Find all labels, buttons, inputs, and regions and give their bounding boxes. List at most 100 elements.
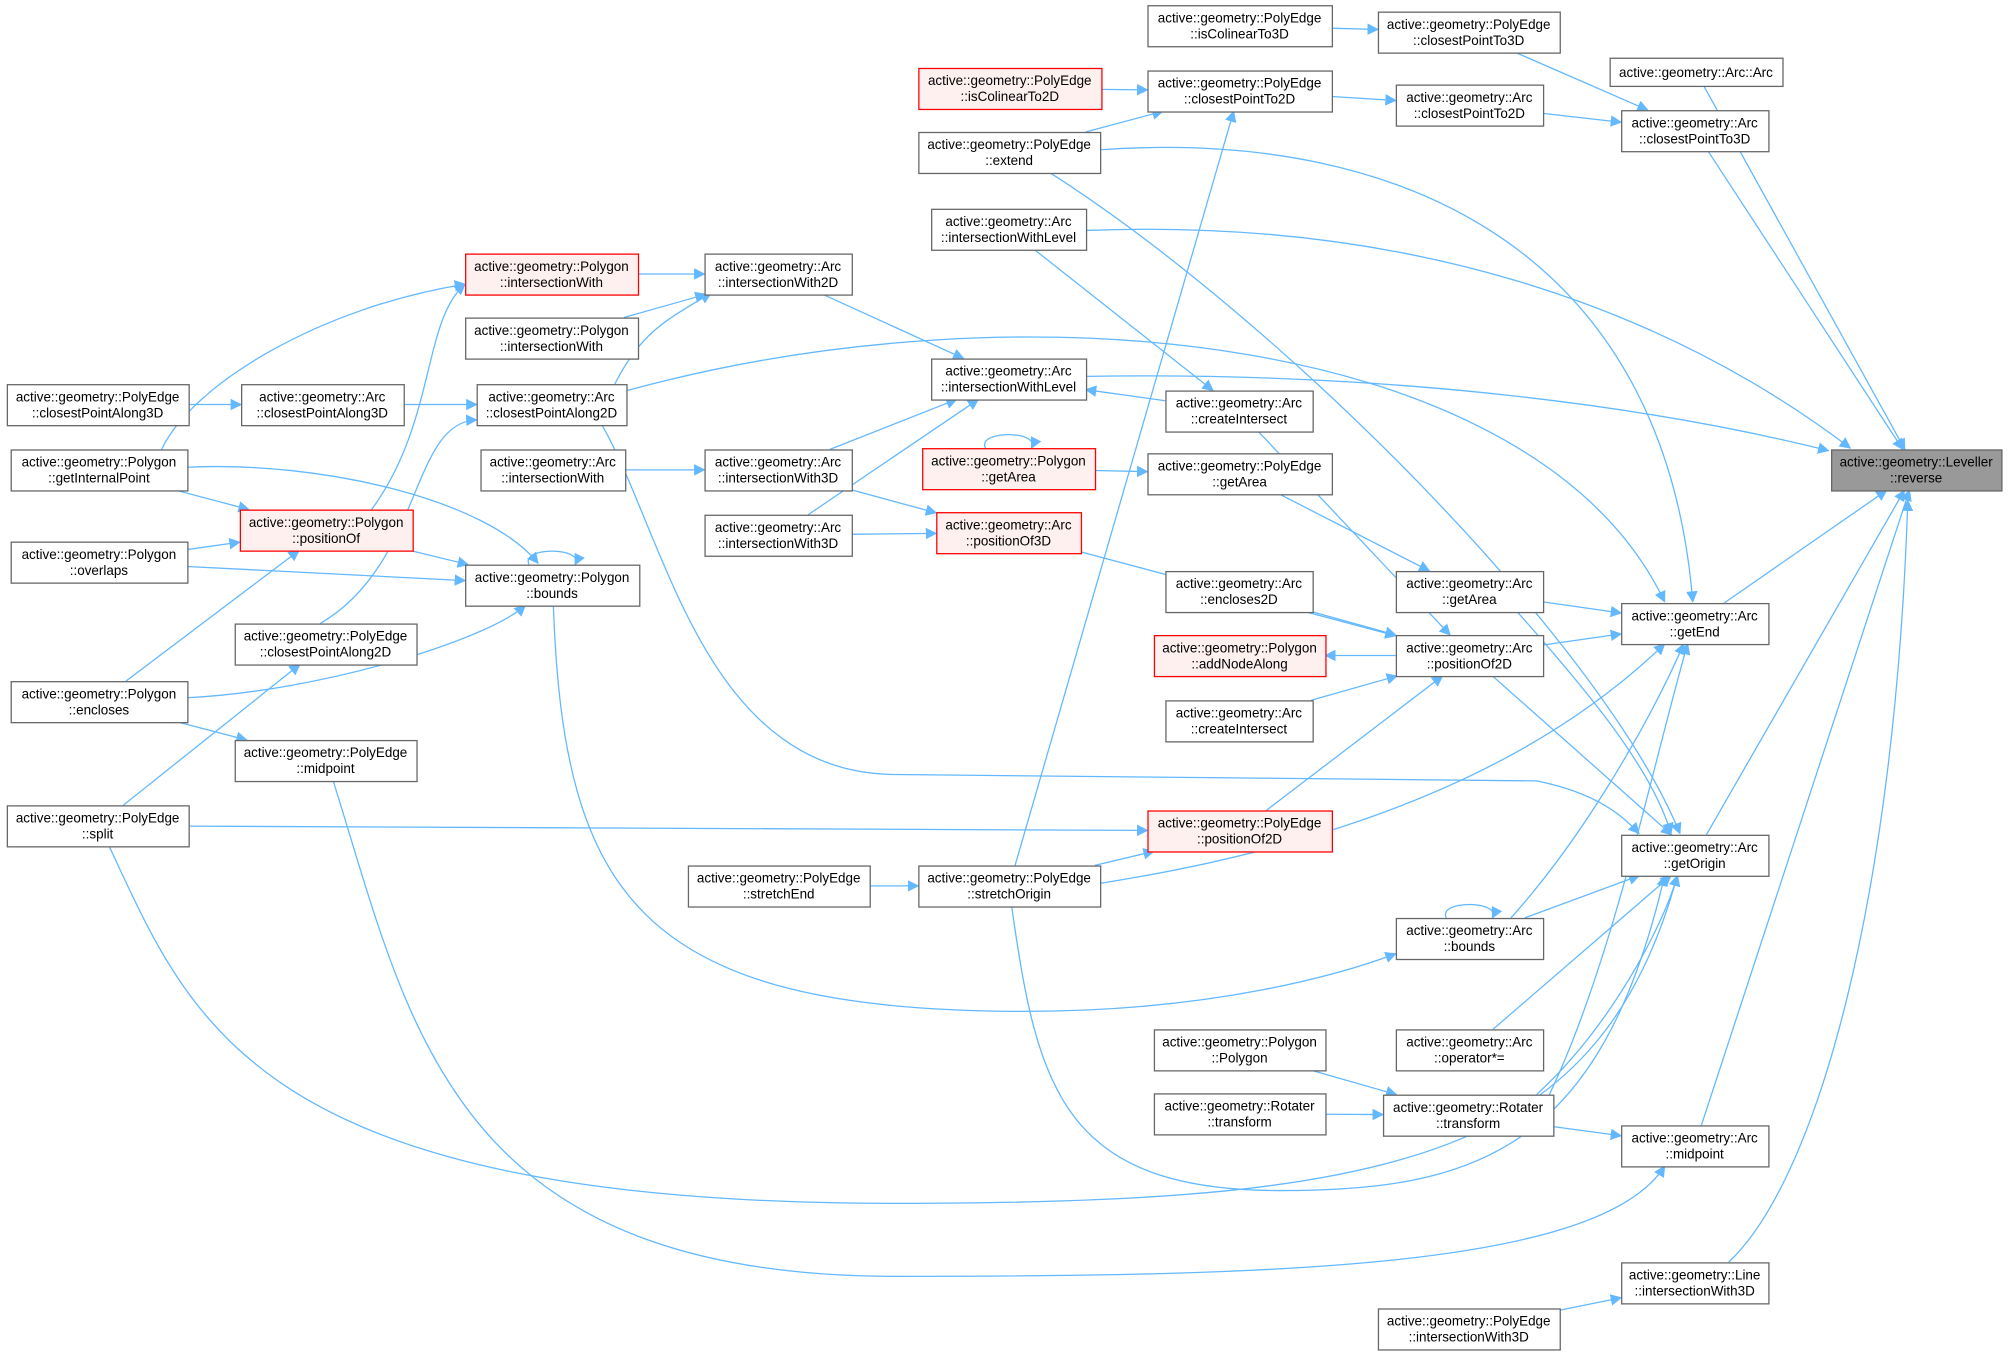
graph-node-ak[interactable]: active::geometry::PolyEdge::midpoint: [234, 739, 418, 783]
graph-node-at[interactable]: active::geometry::Rotater::transform: [1153, 1093, 1327, 1136]
node-box: [234, 739, 418, 783]
node-label-line1: active::geometry::Arc: [1406, 640, 1532, 655]
node-label-line2: ::midpoint: [296, 761, 355, 776]
edge-AP-to-AN: [1011, 874, 1668, 1192]
node-box: [1395, 917, 1545, 961]
graph-node-av[interactable]: active::geometry::Arc::midpoint: [1621, 1125, 1770, 1168]
graph-node-aw[interactable]: active::geometry::Line::intersectionWith…: [1621, 1262, 1770, 1305]
edge-G-to-R: [1707, 150, 1904, 451]
node-label-line1: active::geometry::Leveller: [1840, 455, 1994, 470]
graph-node-k[interactable]: active::geometry::Arc::intersectionWith2…: [704, 253, 853, 296]
graph-node-as[interactable]: active::geometry::Arc::operator*=: [1395, 1029, 1545, 1072]
graph-node-o[interactable]: active::geometry::Arc::closestPointAlong…: [476, 384, 628, 427]
edge-AP-to-AM: [1094, 848, 1155, 867]
graph-node-ag[interactable]: active::geometry::Polygon::addNodeAlong: [1153, 634, 1327, 678]
node-label-line2: ::stretchOrigin: [967, 887, 1051, 902]
node-label-line1: active::geometry::Polygon: [22, 686, 177, 701]
node-box: [10, 449, 189, 492]
graph-node-ab[interactable]: active::geometry::Polygon::bounds: [465, 564, 641, 607]
graph-node-s[interactable]: active::geometry::Polygon::getInternalPo…: [10, 449, 189, 492]
graph-node-d[interactable]: active::geometry::PolyEdge::isColinearTo…: [918, 67, 1103, 111]
graph-node-a[interactable]: active::geometry::PolyEdge::isColinearTo…: [1147, 5, 1334, 48]
graph-node-m[interactable]: active::geometry::PolyEdge::closestPoint…: [6, 384, 190, 427]
node-label-line1: active::geometry::PolyEdge: [1158, 816, 1322, 831]
graph-node-w[interactable]: active::geometry::PolyEdge::getArea: [1147, 453, 1334, 496]
node-box: [704, 449, 853, 492]
node-box: [1153, 1093, 1327, 1136]
graph-node-ac[interactable]: active::geometry::Arc::encloses2D: [1165, 570, 1314, 614]
node-box: [1147, 5, 1334, 48]
graph-node-ap[interactable]: active::geometry::PolyEdge::stretchOrigi…: [918, 865, 1102, 908]
graph-node-e[interactable]: active::geometry::PolyEdge::closestPoint…: [1147, 70, 1334, 113]
node-box: [1377, 11, 1561, 54]
edge-AP-to-E: [1014, 110, 1237, 866]
graph-node-ah[interactable]: active::geometry::Arc::positionOf2D: [1395, 634, 1545, 678]
edge-AL-to-AF: [122, 663, 301, 806]
edge-AD-to-AE: [1542, 601, 1623, 618]
graph-node-aa[interactable]: active::geometry::Polygon::overlaps: [10, 541, 189, 584]
graph-node-ar[interactable]: active::geometry::Polygon::Polygon: [1153, 1029, 1327, 1072]
graph-node-af[interactable]: active::geometry::PolyEdge::closestPoint…: [234, 623, 418, 666]
node-label-line2: ::closestPointAlong2D: [260, 645, 392, 660]
edge-X-to-Y: [851, 527, 938, 540]
edge-AS-to-AN: [1492, 874, 1672, 1030]
edge-H-to-E: [1085, 108, 1164, 133]
graph-node-b[interactable]: active::geometry::PolyEdge::closestPoint…: [1377, 11, 1561, 54]
edge-O-to-AN: [601, 424, 1640, 835]
graph-node-j[interactable]: active::geometry::Polygon::intersectionW…: [465, 253, 640, 296]
graph-node-f[interactable]: active::geometry::Arc::closestPointTo2D: [1395, 84, 1545, 127]
node-box: [918, 865, 1102, 908]
node-label-line1: active::geometry::Arc: [1632, 840, 1758, 855]
graph-node-ae[interactable]: active::geometry::Arc::getEnd: [1621, 602, 1770, 646]
graph-node-x[interactable]: active::geometry::Arc::intersectionWith3…: [704, 514, 853, 557]
graph-node-z[interactable]: active::geometry::Polygon::positionOf: [239, 509, 414, 552]
node-box: [465, 564, 641, 607]
graph-node-c[interactable]: active::geometry::Arc::Arc: [1609, 57, 1784, 88]
node-label-line2: ::positionOf3D: [966, 533, 1051, 548]
graph-node-an[interactable]: active::geometry::Arc::getOrigin: [1621, 834, 1770, 877]
graph-node-h[interactable]: active::geometry::PolyEdge::extend: [918, 131, 1102, 175]
graph-node-v[interactable]: active::geometry::Polygon::getArea: [922, 448, 1097, 491]
node-label-line1: active::geometry::PolyEdge: [1387, 17, 1551, 32]
graph-node-aj[interactable]: active::geometry::Arc::createIntersect: [1165, 700, 1314, 743]
graph-node-l[interactable]: active::geometry::Polygon::intersectionW…: [465, 317, 640, 360]
graph-node-g[interactable]: active::geometry::Arc::closestPointTo3D: [1621, 110, 1770, 153]
edge-AF-to-O: [320, 414, 478, 625]
nodes-layer: active::geometry::PolyEdge::isColinearTo…: [6, 5, 2003, 1351]
node-label-line1: active::geometry::Arc: [715, 259, 841, 274]
graph-node-n[interactable]: active::geometry::Arc::closestPointAlong…: [241, 384, 405, 427]
graph-node-y[interactable]: active::geometry::Arc::positionOf3D: [936, 512, 1083, 555]
graph-node-aq[interactable]: active::geometry::Arc::bounds: [1395, 917, 1545, 961]
node-box: [1621, 110, 1770, 153]
graph-node-r[interactable]: active::geometry::Leveller::reverse: [1831, 449, 2003, 492]
graph-node-al[interactable]: active::geometry::PolyEdge::split: [6, 805, 190, 848]
node-label-line1: active::geometry::Arc: [715, 455, 841, 470]
graph-node-p[interactable]: active::geometry::Arc::intersectionWithL…: [931, 358, 1088, 401]
node-label-line2: ::overlaps: [70, 563, 129, 578]
edge-AM-to-AH: [1266, 675, 1444, 811]
graph-node-ax[interactable]: active::geometry::PolyEdge::intersection…: [1377, 1308, 1561, 1351]
node-label-line1: active::geometry::PolyEdge: [16, 389, 180, 404]
edge-AC-to-AH: [1312, 611, 1397, 638]
node-label-line1: active::geometry::PolyEdge: [244, 745, 408, 760]
edge-AB-to-AQ: [552, 605, 1397, 1012]
graph-node-ad[interactable]: active::geometry::Arc::getArea: [1395, 570, 1545, 614]
graph-node-ao[interactable]: active::geometry::PolyEdge::stretchEnd: [687, 865, 871, 908]
node-label-line2: ::stretchEnd: [743, 887, 815, 902]
edge-A-to-B: [1331, 23, 1379, 35]
node-label-line2: ::closestPointAlong3D: [32, 405, 164, 420]
node-box: [1147, 810, 1334, 853]
graph-node-au[interactable]: active::geometry::Rotater::transform: [1382, 1094, 1555, 1137]
edge-V-to-W: [1094, 465, 1149, 478]
graph-node-am[interactable]: active::geometry::PolyEdge::positionOf2D: [1147, 810, 1334, 853]
node-box: [931, 358, 1088, 401]
graph-node-t[interactable]: active::geometry::Arc::intersectionWith: [480, 449, 627, 492]
graph-node-i[interactable]: active::geometry::Arc::intersectionWithL…: [931, 208, 1088, 251]
graph-node-ai[interactable]: active::geometry::Polygon::encloses: [10, 681, 189, 724]
node-label-line2: ::getEnd: [1670, 624, 1720, 639]
graph-node-u[interactable]: active::geometry::Arc::intersectionWith3…: [704, 449, 853, 492]
graph-node-q[interactable]: active::geometry::Arc::createIntersect: [1165, 390, 1314, 433]
node-box: [465, 317, 640, 360]
node-box: [918, 131, 1102, 175]
node-label-line1: active::geometry::Arc: [1632, 115, 1758, 130]
